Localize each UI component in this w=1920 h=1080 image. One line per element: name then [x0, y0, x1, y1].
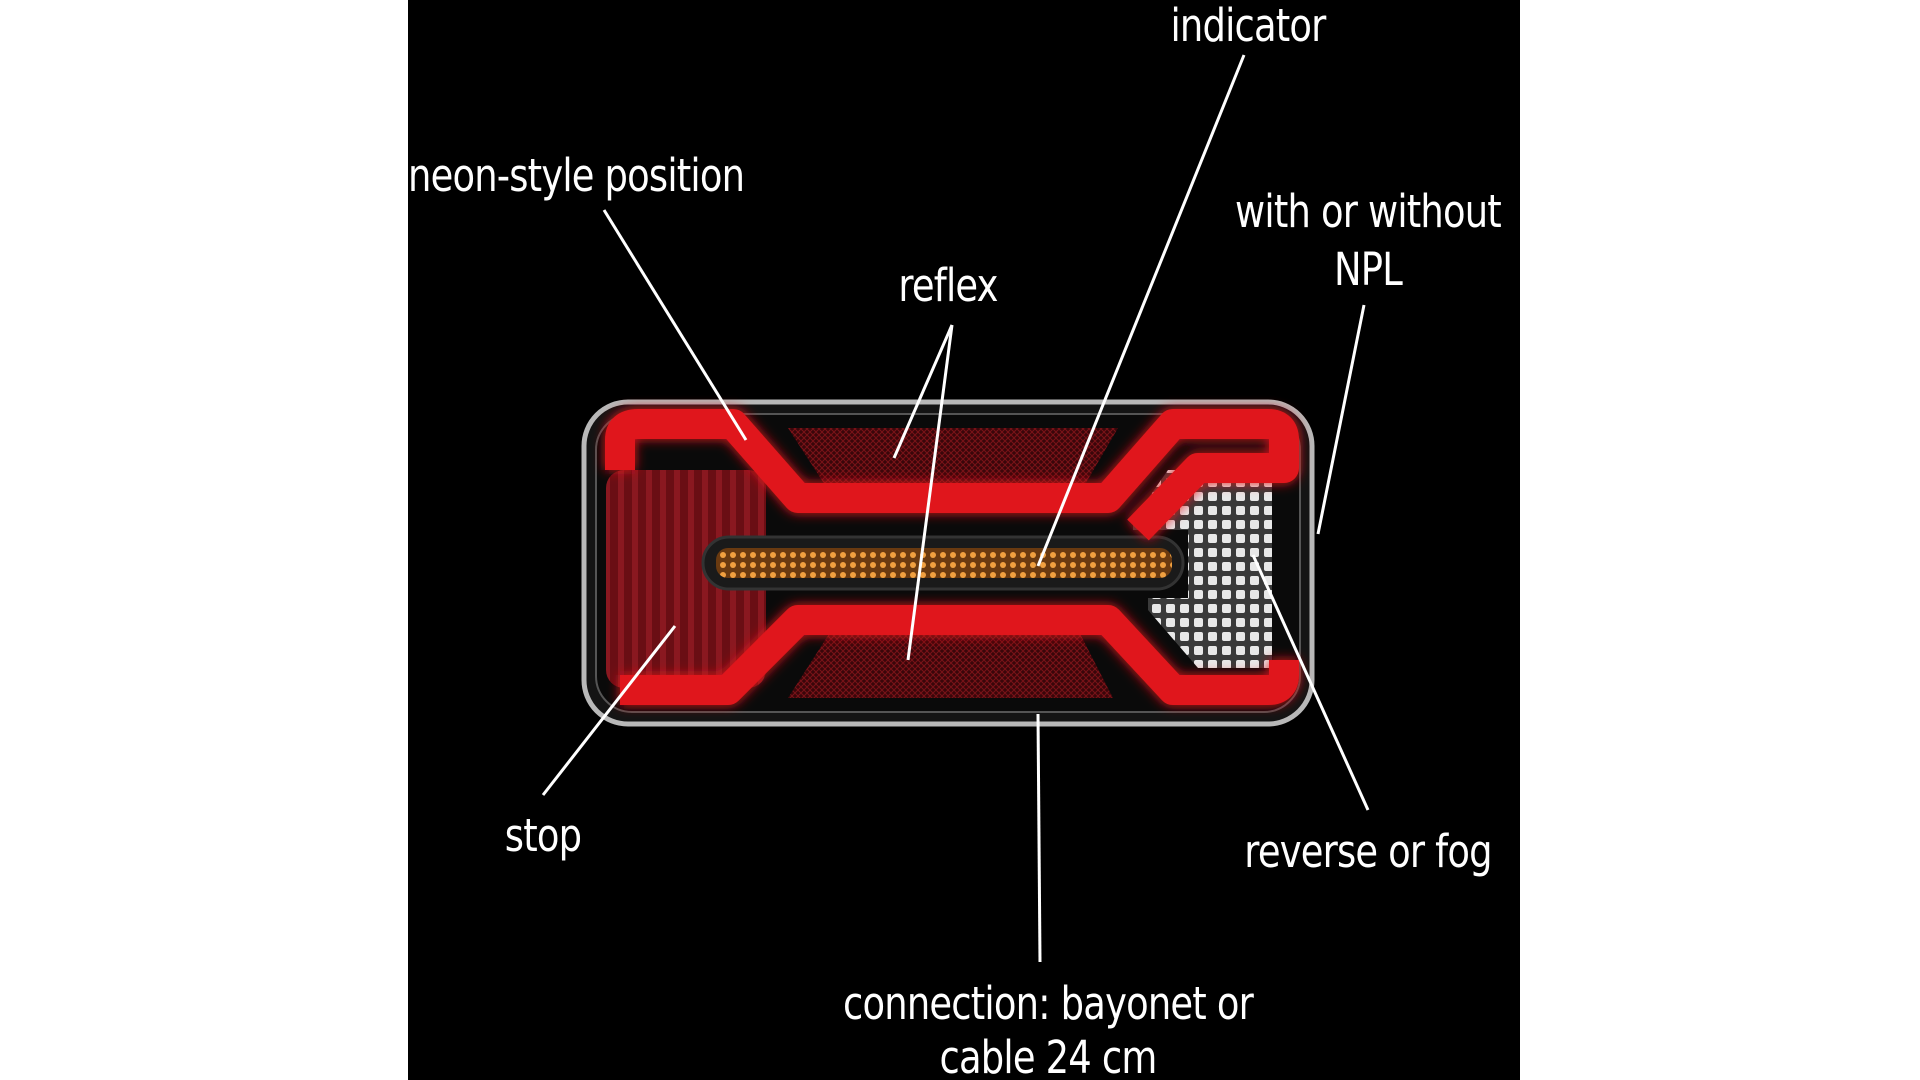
leader-neon-position [602, 209, 748, 441]
label-with-or-without: with or without [1235, 185, 1502, 238]
leader-stop [541, 625, 677, 796]
label-neon-position: neon-style position [408, 149, 745, 202]
leader-connection [1036, 713, 1042, 963]
leader-reflex-upper [892, 324, 954, 459]
stop-light-section [606, 470, 766, 688]
label-reflex: reflex [898, 259, 998, 312]
product-diagram-panel: indicator neon-style position with or wi… [408, 0, 1520, 1080]
leader-reflex-lower [906, 324, 954, 661]
leader-lines [541, 54, 1370, 963]
leader-reverse [1251, 554, 1370, 811]
leader-npl [1316, 304, 1366, 535]
label-reverse-or-fog: reverse or fog [1244, 825, 1492, 878]
label-npl: NPL [1334, 243, 1403, 296]
label-connection-line1: connection: bayonet or [843, 977, 1254, 1030]
tail-lamp-illustration [541, 54, 1370, 963]
label-stop: stop [504, 809, 582, 862]
leader-indicator [1036, 54, 1246, 567]
label-connection-line2: cable 24 cm [939, 1031, 1158, 1080]
reflex-lower [788, 620, 1113, 698]
neon-position-light [605, 409, 1299, 705]
label-indicator: indicator [1170, 0, 1326, 52]
